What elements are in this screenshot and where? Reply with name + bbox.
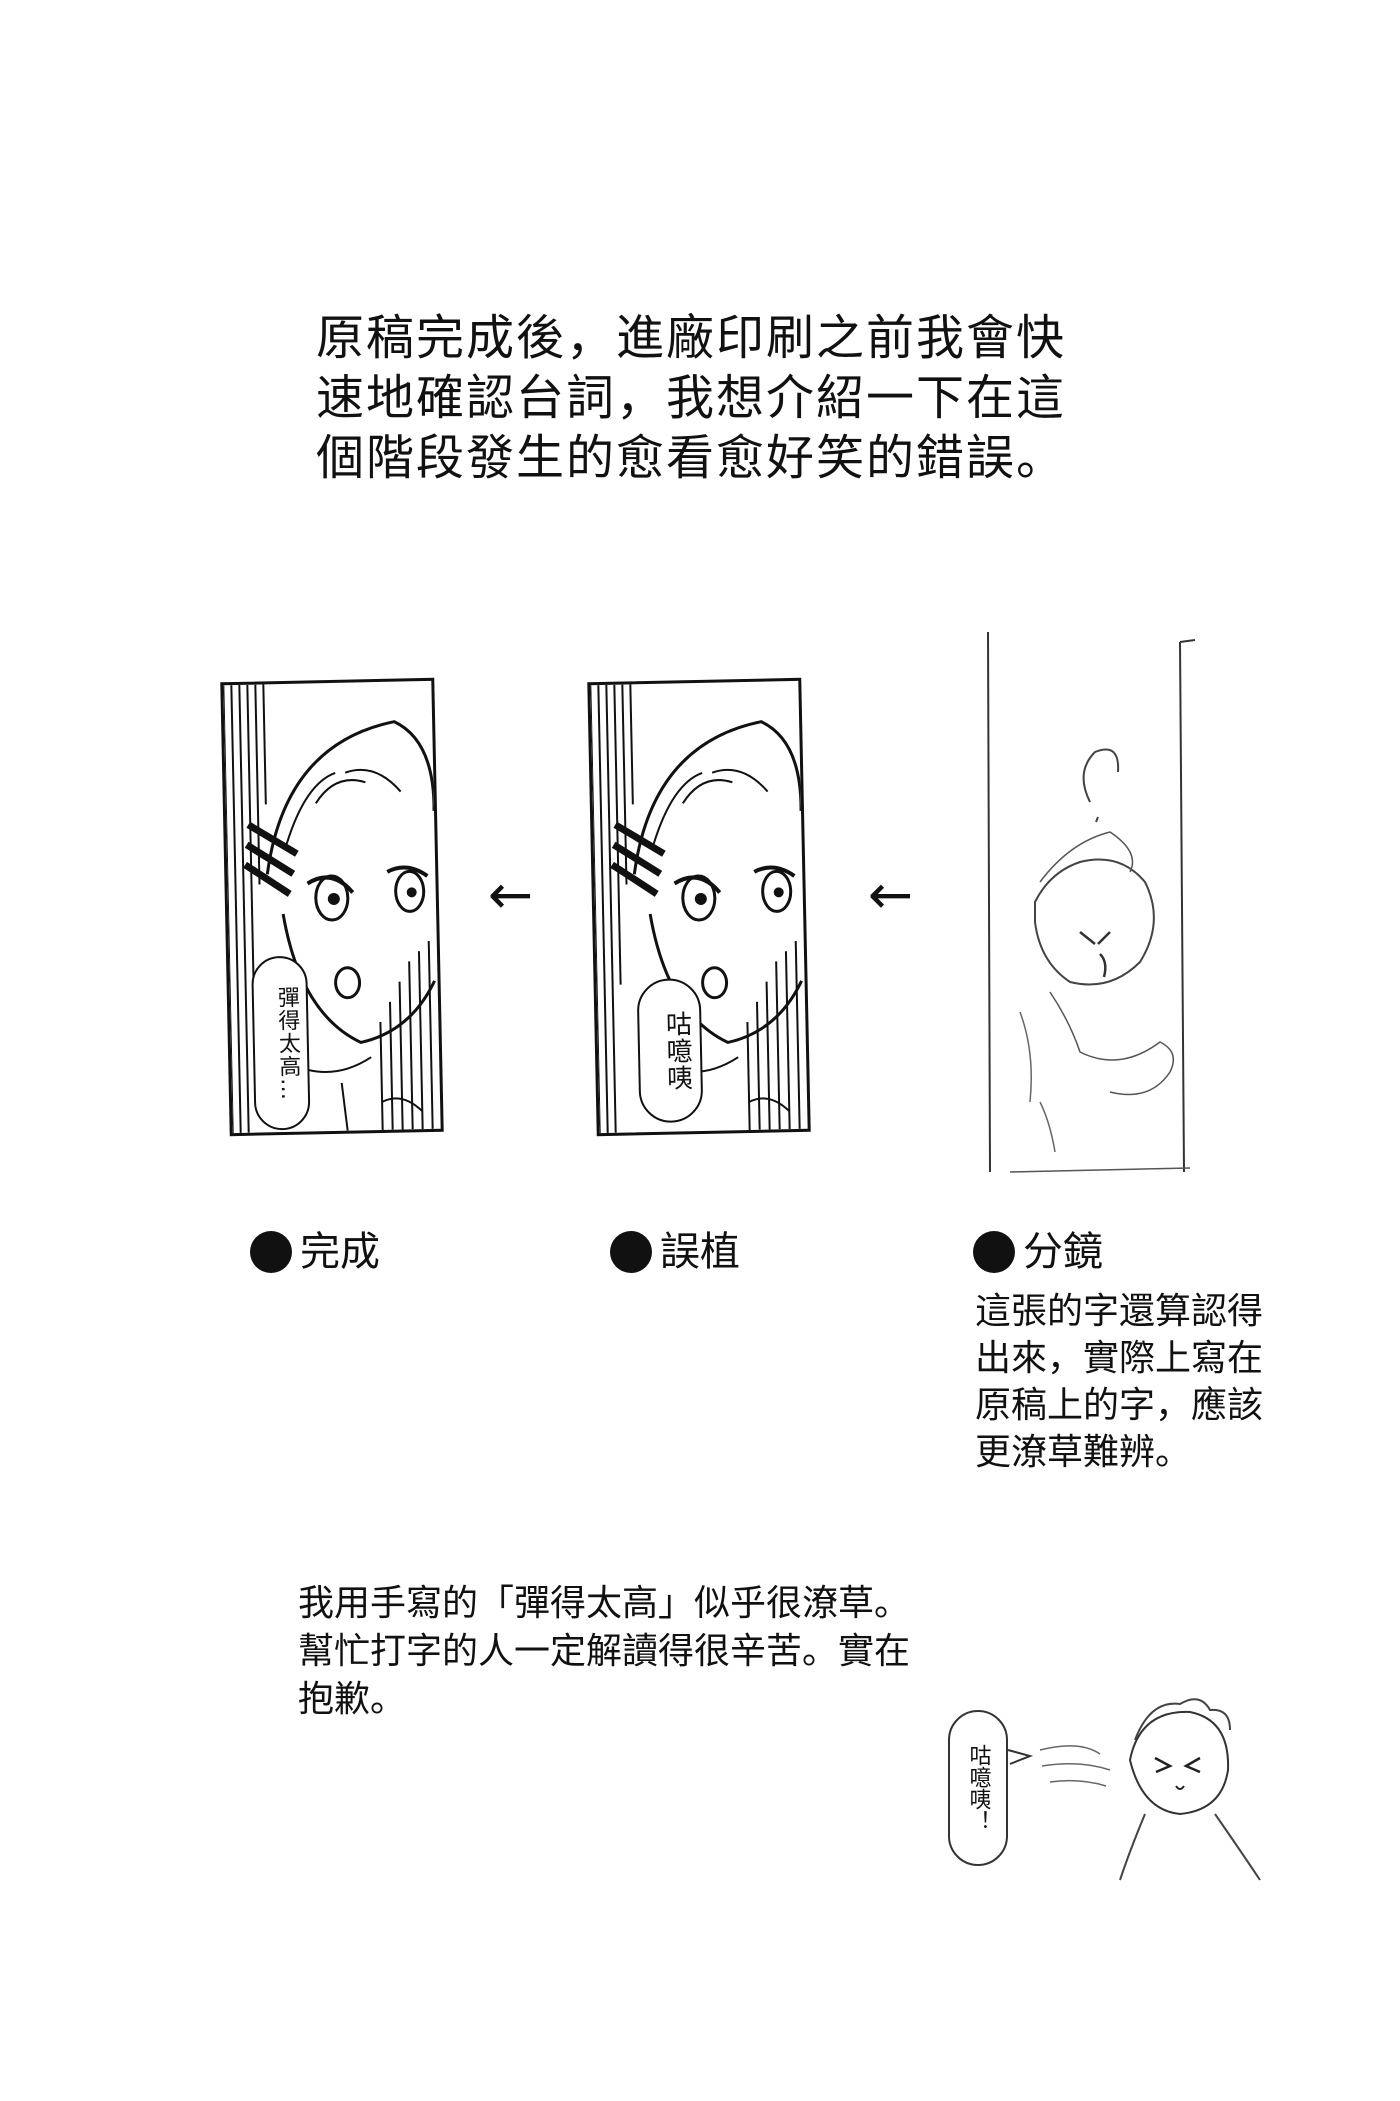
panel-storyboard-sketch: [980, 631, 1200, 1192]
caption-storyboard-label: 分鏡: [1023, 1229, 1103, 1275]
arrow-left-icon: ←: [488, 863, 534, 926]
chibi-doodle-art: [1007, 1698, 1261, 1881]
bullet-dot-icon: [973, 1231, 1015, 1273]
caption-finished: 完成: [250, 1228, 380, 1276]
caption-typo-label: 誤植: [660, 1229, 740, 1275]
speech-bubble-typo: 咕噫咦: [636, 977, 704, 1124]
panel-finished-art: [223, 684, 436, 1134]
caption-storyboard: 分鏡: [973, 1228, 1103, 1276]
caption-typo: 誤植: [610, 1228, 740, 1276]
closing-text: 我用手寫的「彈得太高」似乎很潦草。 幫忙打字的人一定解讀得很辛苦。實在 抱歉。: [298, 1583, 911, 1720]
panel-typo-art: [590, 684, 803, 1134]
chibi-speech-bubble: 咕噫咦！: [948, 1710, 1008, 1866]
intro-text: 原稿完成後，進廠印刷之前我會快 速地確認台詞，我想介紹一下在這 個階段發生的愈看…: [316, 310, 1067, 486]
caption-finished-label: 完成: [300, 1229, 380, 1275]
chibi-doodle: 咕噫咦！: [930, 1690, 1290, 1890]
arrow-left-icon: ←: [868, 863, 914, 926]
bullet-dot-icon: [250, 1231, 292, 1273]
panel-typo: 咕噫咦: [587, 677, 811, 1137]
speech-bubble-finished: 彈得太高…: [251, 955, 311, 1131]
panel-finished: 彈得太高…: [220, 677, 444, 1137]
storyboard-sketch-art: [987, 631, 1196, 1173]
bullet-dot-icon: [610, 1231, 652, 1273]
storyboard-note: 這張的字還算認得 出來，實際上寫在 原稿上的字，應該 更潦草難辨。: [975, 1291, 1264, 1473]
